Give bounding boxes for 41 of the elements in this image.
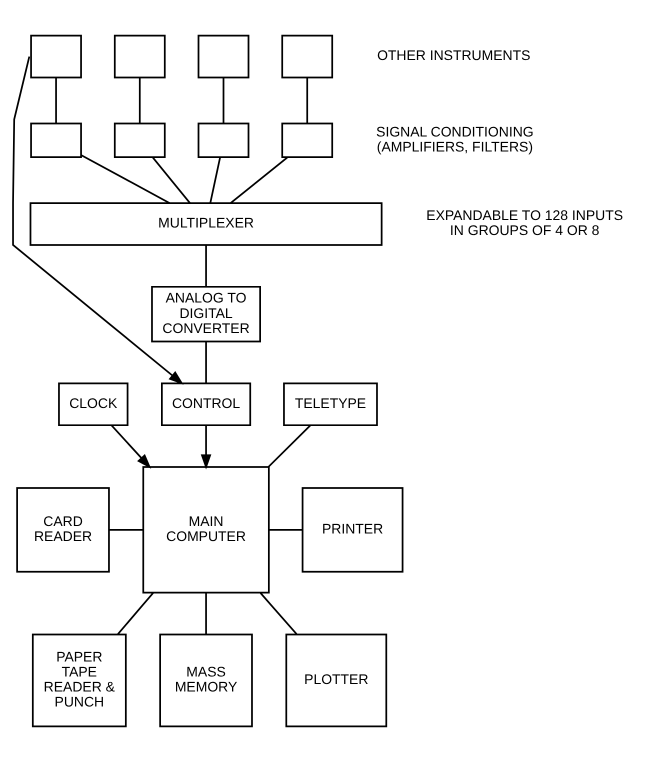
node-box [198,122,250,158]
node-box: PAPER TAPE READER & PUNCH [32,633,127,727]
connector [55,77,57,123]
node-box: MASS MEMORY [159,633,253,727]
node-box [30,122,82,158]
connector [222,77,224,123]
node-box: PLOTTER [285,633,388,727]
connector [138,77,141,123]
arrow [110,424,152,468]
connector [260,592,298,634]
node-box: CONTROL [161,382,252,426]
node-box: CARD READER [16,486,110,572]
connector [205,244,207,286]
node-box: MAIN COMPUTER [142,466,270,593]
node-box: MULTIPLEXER [30,202,383,246]
label: EXPANDABLE TO 128 INPUTS IN GROUPS OF 4 OR 8 [426,206,624,238]
node-box [281,34,334,78]
node-box: ANALOG TO DIGITAL CONVERTER [151,285,261,342]
connector [209,156,221,203]
arrow [12,56,184,384]
connector [306,77,308,123]
connector [205,592,207,634]
connector [152,156,191,204]
node-box [198,34,250,78]
connector [230,156,288,204]
connector [205,341,207,383]
node-box [30,34,82,78]
node-box: CLOCK [58,382,128,426]
node-box [114,122,166,158]
label: SIGNAL CONDITIONING (AMPLIFIERS, FILTERS) [376,122,534,154]
node-box: TELETYPE [283,382,378,426]
connector [80,154,170,204]
node-box [281,122,334,158]
connector [109,528,143,530]
label: OTHER INSTRUMENTS [377,46,530,63]
connector [268,424,312,467]
node-box: PRINTER [302,486,404,572]
connector [269,528,302,530]
arrow [200,424,212,469]
connector [117,592,154,634]
node-box [114,34,166,78]
